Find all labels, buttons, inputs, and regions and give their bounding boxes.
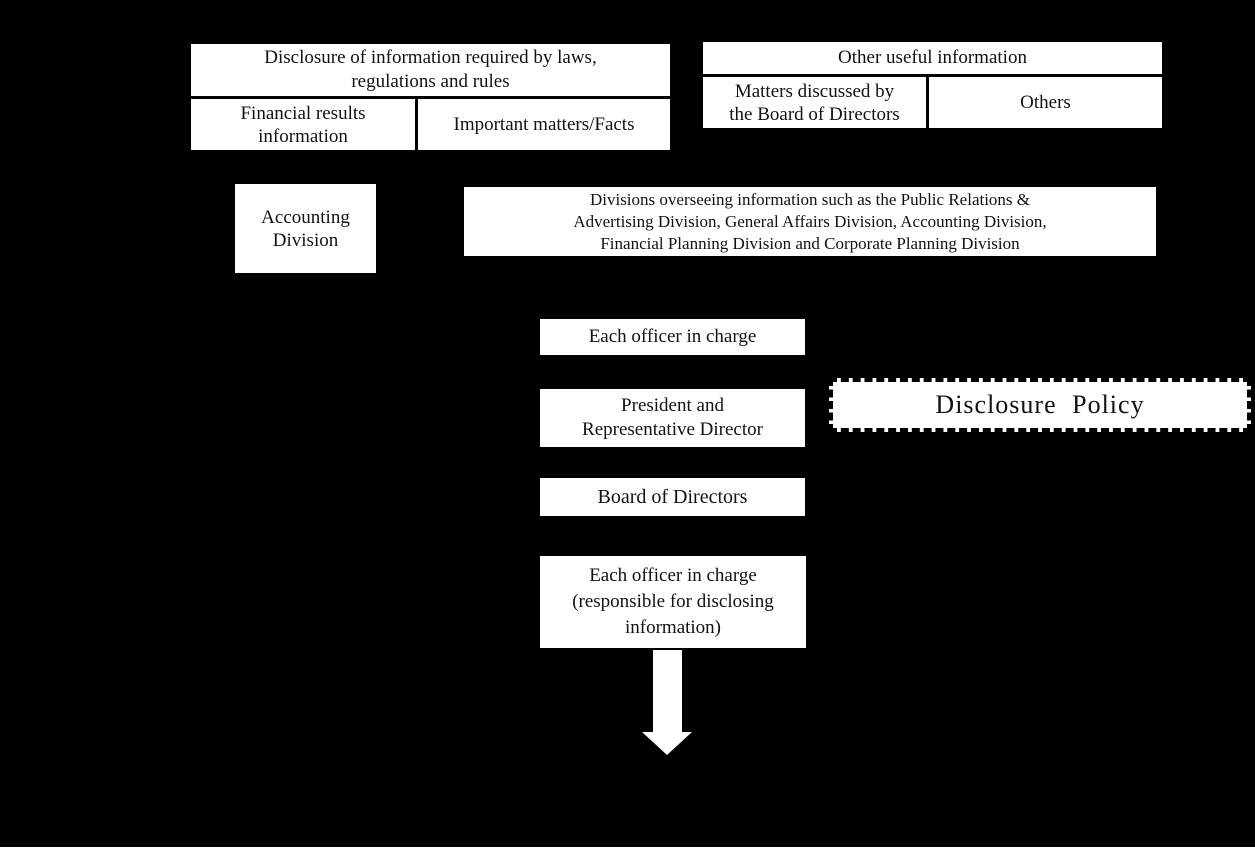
disclosing-officer-box: Each officer in charge (responsible for … <box>538 554 808 650</box>
president-line-2: Representative Director <box>582 419 763 440</box>
divisions-line-3: Financial Planning Division and Corporat… <box>600 233 1020 253</box>
accounting-line-2: Division <box>272 229 339 251</box>
laws-header-line-1: Disclosure of information required by la… <box>264 47 597 68</box>
board-matters-cell: Matters discussed by the Board of Direct… <box>703 77 929 128</box>
financial-results-cell: Financial results information <box>191 99 418 150</box>
disclosure-policy-label: Disclosure Policy <box>935 390 1145 419</box>
financial-results-line-2: information <box>258 125 348 147</box>
laws-header-line-2: regulations and rules <box>351 71 510 92</box>
board-of-directors-label: Board of Directors <box>597 485 748 508</box>
laws-table-row: Financial results information Important … <box>191 99 670 150</box>
important-matters-label: Important matters/Facts <box>453 114 635 135</box>
other-header-label: Other useful information <box>838 47 1027 68</box>
other-information-table: Other useful information Matters discuss… <box>701 40 1164 130</box>
disclosing-officer-line-2: (responsible for disclosing <box>572 591 774 612</box>
each-officer-box: Each officer in charge <box>538 317 807 357</box>
divisions-line-1: Divisions overseeing information such as… <box>589 189 1031 209</box>
divisions-line-2: Advertising Division, General Affairs Di… <box>573 211 1047 231</box>
page-bottom-strip <box>0 847 1255 853</box>
overseeing-divisions-box: Divisions overseeing information such as… <box>462 185 1158 258</box>
other-table-row: Matters discussed by the Board of Direct… <box>703 77 1162 128</box>
other-table-header: Other useful information <box>703 42 1162 77</box>
disclosing-officer-line-1: Each officer in charge <box>589 565 757 586</box>
board-of-directors-box: Board of Directors <box>538 476 807 518</box>
important-matters-cell: Important matters/Facts <box>418 99 670 150</box>
each-officer-label: Each officer in charge <box>588 326 757 347</box>
disclosing-officer-line-3: information) <box>624 617 722 638</box>
president-box: President and Representative Director <box>538 387 807 449</box>
financial-results-line-1: Financial results <box>240 102 366 124</box>
accounting-division-box: Accounting Division <box>233 182 378 275</box>
laws-table-header: Disclosure of information required by la… <box>191 44 670 99</box>
board-matters-line-1: Matters discussed by <box>734 80 895 102</box>
board-matters-line-2: the Board of Directors <box>729 103 900 125</box>
down-arrow-icon <box>642 650 692 755</box>
others-label: Others <box>1020 92 1071 113</box>
president-line-1: President and <box>621 395 724 416</box>
disclosure-policy-box: Disclosure Policy <box>829 378 1251 432</box>
others-cell: Others <box>929 77 1162 128</box>
accounting-line-1: Accounting <box>261 206 350 228</box>
laws-disclosure-table: Disclosure of information required by la… <box>189 42 672 152</box>
